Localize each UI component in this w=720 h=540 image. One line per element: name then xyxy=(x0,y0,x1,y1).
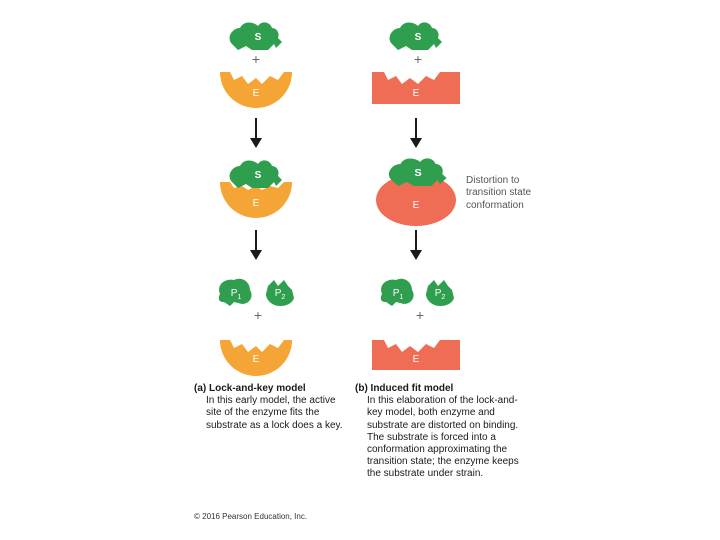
enzyme-b1: E xyxy=(372,72,460,104)
svg-text:P1: P1 xyxy=(393,288,404,301)
substrate-a1: S xyxy=(229,22,282,50)
enzyme-label: E xyxy=(413,200,420,211)
product1-label: P xyxy=(393,288,400,299)
enzyme-label: E xyxy=(413,354,420,365)
plus-sign: + xyxy=(414,51,422,67)
substrate-label: S xyxy=(414,167,421,178)
enzyme-label: E xyxy=(413,88,420,99)
enzyme-b3: E xyxy=(372,340,460,370)
product1-subscript: 1 xyxy=(399,294,403,301)
caption-heading: (b) Induced fit model xyxy=(355,383,454,394)
svg-text:P1: P1 xyxy=(231,288,242,301)
reaction-arrow xyxy=(250,230,262,260)
enzyme-a1: E xyxy=(220,72,292,108)
caption-lock-and-key: (a) Lock-and-key model In this early mod… xyxy=(194,383,344,432)
product1-label: P xyxy=(231,288,238,299)
enzyme-a3: E xyxy=(220,340,292,376)
enzyme-label: E xyxy=(253,88,260,99)
product2-a: P2 xyxy=(266,280,294,306)
plus-sign: + xyxy=(416,307,424,323)
product2-b: P2 xyxy=(426,280,454,306)
copyright-notice: © 2016 Pearson Education, Inc. xyxy=(194,512,308,521)
enzyme-label: E xyxy=(253,198,260,209)
svg-text:P2: P2 xyxy=(435,288,446,301)
substrate-label: S xyxy=(415,32,422,43)
substrate-label: S xyxy=(255,170,262,181)
enzyme-b2: E xyxy=(376,174,456,226)
caption-text: In this elaboration of the lock-and-key … xyxy=(367,395,519,480)
plus-sign: + xyxy=(252,51,260,67)
caption-induced-fit: (b) Induced fit model In this elaboratio… xyxy=(355,383,525,481)
enzyme-a2: E xyxy=(220,182,292,218)
substrate-label: S xyxy=(255,32,262,43)
substrate-b2: S xyxy=(388,158,447,186)
caption-heading: (a) Lock-and-key model xyxy=(194,383,306,394)
substrate-a2: S xyxy=(229,160,282,188)
distortion-annotation: Distortion to transition state conformat… xyxy=(466,175,532,211)
substrate-b1: S xyxy=(389,22,442,50)
product2-label: P xyxy=(275,288,282,299)
product1-a: P1 xyxy=(218,278,252,306)
reaction-arrow xyxy=(410,118,422,148)
product1-subscript: 1 xyxy=(237,294,241,301)
column-lock-and-key: S + E E S P1 xyxy=(218,22,294,376)
svg-text:P2: P2 xyxy=(275,288,286,301)
plus-sign: + xyxy=(254,307,262,323)
product2-subscript: 2 xyxy=(281,294,285,301)
caption-text: In this early model, the active site of … xyxy=(206,395,343,431)
product2-subscript: 2 xyxy=(441,294,445,301)
product1-b: P1 xyxy=(380,278,414,306)
product2-label: P xyxy=(435,288,442,299)
enzyme-label: E xyxy=(253,354,260,365)
reaction-arrow xyxy=(410,230,422,260)
column-induced-fit: S + E E S P1 xyxy=(372,22,460,370)
reaction-arrow xyxy=(250,118,262,148)
